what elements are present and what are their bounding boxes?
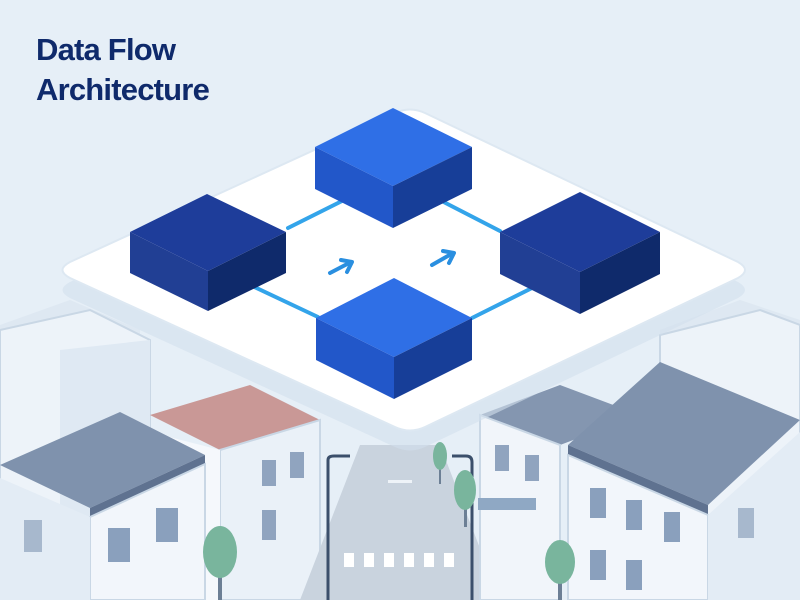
street-lamp xyxy=(452,454,474,600)
node-left xyxy=(130,194,286,311)
window xyxy=(290,452,304,478)
window xyxy=(24,520,42,552)
node-bottom xyxy=(316,278,472,399)
window xyxy=(156,508,178,542)
node-top xyxy=(130,194,286,271)
platform-surface xyxy=(61,108,746,432)
window xyxy=(626,560,642,590)
slate-roof-edge xyxy=(90,455,205,517)
window xyxy=(590,488,606,518)
title-line-2: Architecture xyxy=(36,72,210,107)
tree-trunk xyxy=(218,565,222,600)
node-top xyxy=(315,108,472,228)
slate-roof xyxy=(568,362,800,505)
tree xyxy=(545,540,575,584)
window xyxy=(108,528,130,562)
street-lamp xyxy=(326,454,350,600)
connector-line xyxy=(470,282,542,320)
diagram-title: Data Flow Architecture xyxy=(36,30,210,110)
flow-arrow-icon xyxy=(328,258,354,275)
flow-arrow-icon xyxy=(430,249,456,267)
tree xyxy=(433,442,447,470)
window xyxy=(525,455,539,481)
node-top xyxy=(315,108,472,186)
node-top xyxy=(316,278,472,357)
node-side-left xyxy=(315,147,393,228)
crosswalk-stripe xyxy=(384,553,394,567)
window xyxy=(262,460,276,486)
tree-trunk xyxy=(464,505,467,527)
window xyxy=(664,512,680,542)
crosswalk-stripe xyxy=(344,553,354,567)
crosswalk-stripe xyxy=(364,553,374,567)
crosswalk-stripe xyxy=(424,553,434,567)
window xyxy=(626,500,642,530)
node-side-right xyxy=(580,232,660,314)
street xyxy=(300,442,500,600)
slate-roof-edge xyxy=(568,445,708,515)
node-side-right xyxy=(208,232,286,311)
window xyxy=(262,510,276,540)
right-buildings xyxy=(478,308,800,600)
title-line-1: Data Flow xyxy=(36,32,176,67)
crosswalk-stripe xyxy=(404,553,414,567)
window xyxy=(590,550,606,580)
window xyxy=(738,508,754,538)
left-buildings xyxy=(0,308,321,600)
flow-arrows xyxy=(328,249,456,275)
node-right xyxy=(500,192,660,314)
connector-line xyxy=(244,281,320,319)
tree-trunk xyxy=(558,575,562,600)
node-side-left xyxy=(130,232,208,311)
slate-roof xyxy=(0,412,205,508)
node-side-right xyxy=(394,318,472,399)
node-side-right xyxy=(393,147,472,228)
crosswalk-stripe xyxy=(444,553,454,567)
window xyxy=(495,445,509,471)
node-side-left xyxy=(500,232,580,314)
building-front-left-side xyxy=(0,478,90,600)
tree-trunk xyxy=(439,468,441,484)
tree xyxy=(203,526,237,578)
node-side-left xyxy=(316,318,394,399)
tree xyxy=(454,470,476,510)
lane-marking xyxy=(388,480,412,483)
rose-roof xyxy=(150,385,320,450)
awning xyxy=(478,498,536,510)
